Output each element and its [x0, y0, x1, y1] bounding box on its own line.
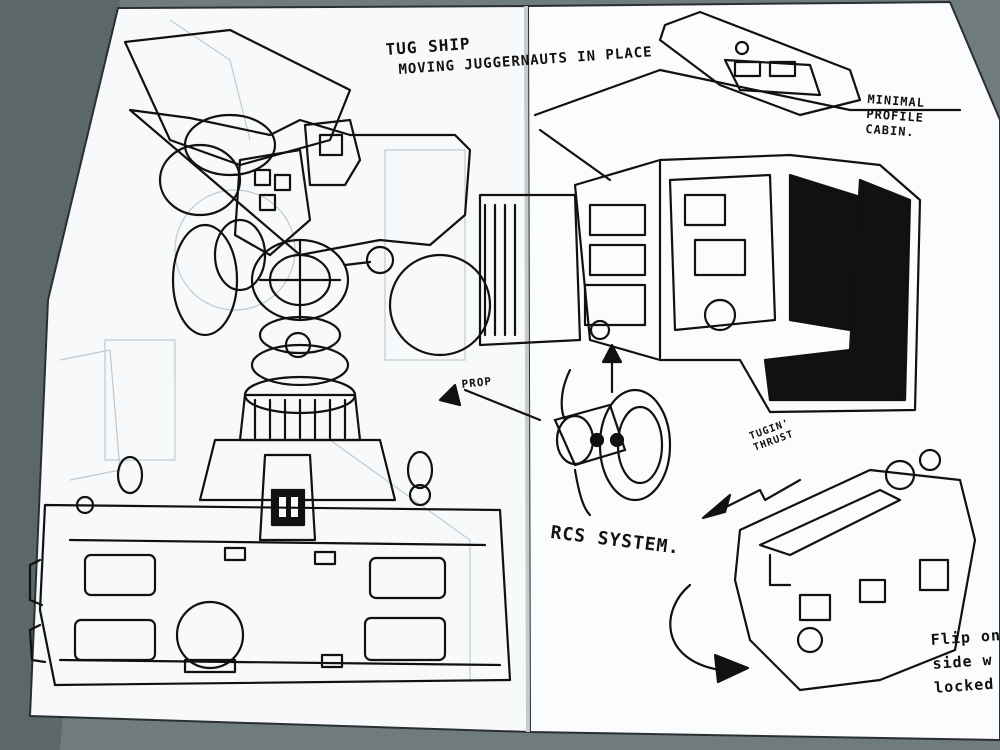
cabin-annotation: MINIMAL PROFILE CABIN. [864, 92, 926, 140]
flip-annotation: Flip on side w locked [930, 626, 1000, 697]
pencil-underdrawing [59, 19, 471, 680]
left-page [28, 4, 532, 734]
notebook-spine [524, 5, 530, 733]
tug-craft-sketch [669, 448, 977, 692]
cabin-sketch [478, 10, 962, 414]
tug-ship-sketch [28, 28, 542, 687]
rcs-thruster-sketch [553, 368, 672, 517]
right-page [526, 0, 1000, 742]
